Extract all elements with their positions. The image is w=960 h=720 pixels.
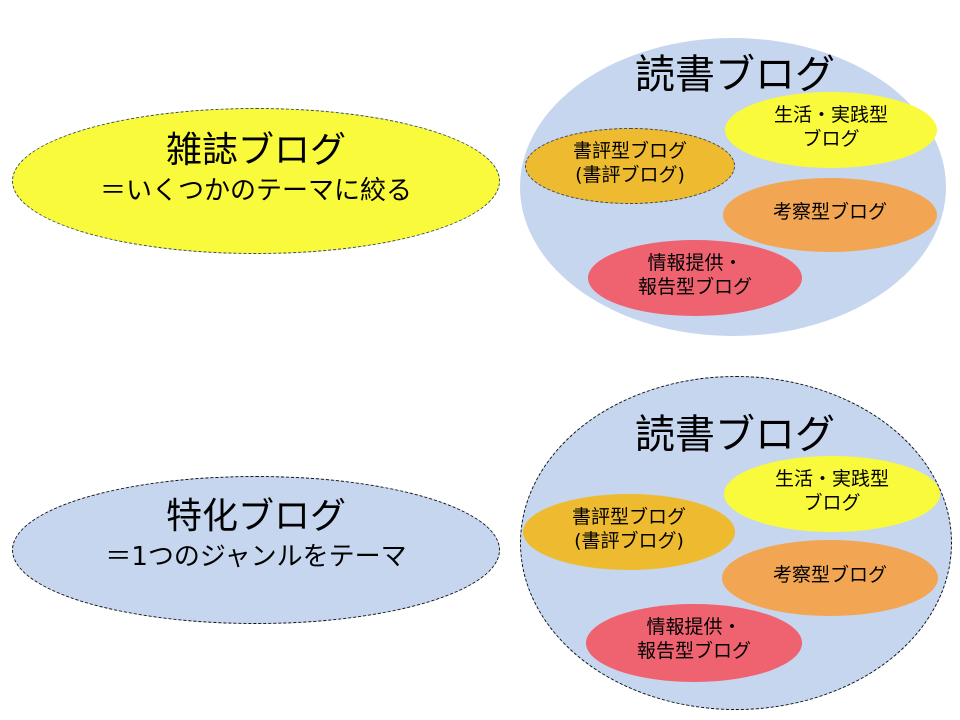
specialized-blog-text: 特化ブログ ＝1つのジャンルをテーマ: [12, 494, 500, 574]
study-blog-ellipse-top: [723, 178, 937, 252]
study-blog-ellipse-bottom: [722, 540, 938, 616]
life-practice-blog-ellipse-top: [725, 92, 937, 168]
reading-blog-title-top: 読書ブログ: [635, 52, 835, 98]
review-blog-ellipse-bottom: [523, 494, 735, 570]
review-blog-label-top: 書評型ブログ (書評ブログ): [572, 140, 687, 186]
reading-blog-title-bottom: 読書ブログ: [635, 412, 835, 458]
study-blog-label-top: 考察型ブログ: [772, 201, 887, 223]
magazine-blog-subtitle: ＝いくつかのテーマに絞る: [99, 176, 412, 206]
life-practice-blog-label-top: 生活・実践型 ブログ: [773, 104, 888, 150]
specialized-blog-subtitle: ＝1つのジャンルをテーマ: [105, 542, 407, 572]
magazine-blog-text: 雑誌ブログ ＝いくつかのテーマに絞る: [12, 128, 500, 208]
study-blog-label-bottom: 考察型ブログ: [772, 564, 887, 586]
info-report-blog-label-bottom: 情報提供・ 報告型ブログ: [636, 616, 751, 662]
life-practice-blog-label-bottom: 生活・実践型 ブログ: [774, 468, 889, 514]
magazine-blog-ellipse: [12, 108, 500, 254]
review-blog-ellipse-top: [525, 128, 735, 204]
info-report-blog-label-top: 情報提供・ 報告型ブログ: [637, 252, 752, 298]
life-practice-blog-ellipse-bottom: [724, 456, 940, 532]
magazine-blog-title: 雑誌ブログ: [165, 130, 346, 171]
specialized-blog-title: 特化ブログ: [165, 496, 346, 537]
review-blog-label-bottom: 書評型ブログ (書評ブログ): [571, 506, 686, 552]
info-report-blog-ellipse-top: [588, 240, 802, 316]
info-report-blog-ellipse-bottom: [586, 604, 802, 682]
specialized-blog-ellipse: [12, 476, 500, 624]
